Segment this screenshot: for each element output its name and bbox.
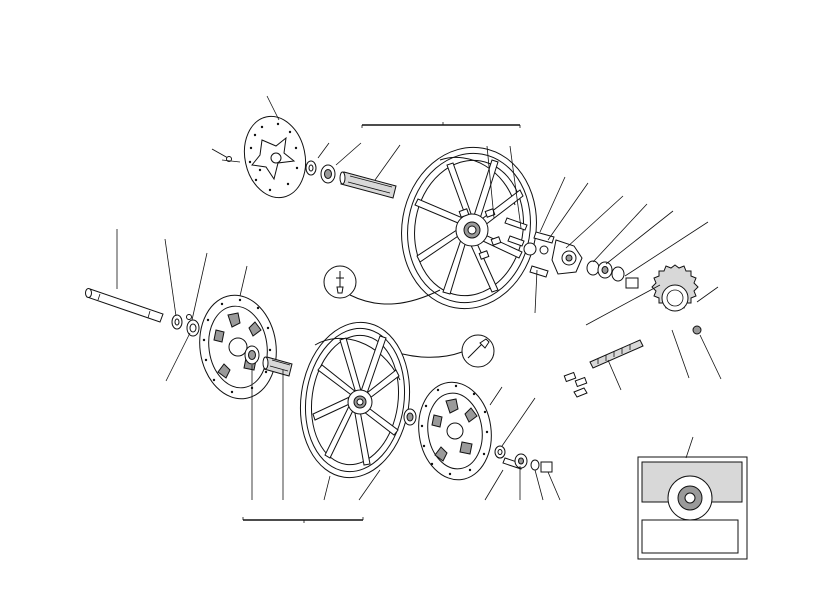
front-bearing-right [403,408,417,426]
rear-brake-disc [243,115,307,199]
rear-cush-drive-pins [504,217,555,278]
valve-stem-icon [394,334,495,368]
front-axle [85,288,164,323]
rear-sprocket [651,264,699,312]
chain-link-kit [563,371,588,398]
rear-spacer-washer [305,160,317,176]
rear-distance-tube [339,171,397,199]
sprocket-carrier [551,239,583,275]
front-brake-disc-left [199,294,277,400]
rear-bearing-left [320,164,336,184]
front-wheel [299,321,411,479]
leader-lines [116,95,722,501]
tire-valve-icon [323,265,441,305]
front-left-washers [171,314,200,337]
detail-inset [637,456,748,560]
front-brake-disc-right [418,381,492,481]
rear-hub-spacers [586,260,639,289]
front-bearing-left [244,345,260,365]
drive-chain [589,339,644,369]
front-group-bracket [242,517,364,523]
sprocket-nut [692,325,702,335]
rear-wheel [401,146,537,310]
rear-group-bracket [361,122,521,128]
disc-bolt [211,148,241,163]
front-right-hardware [494,445,553,473]
front-distance-tube [262,356,293,377]
